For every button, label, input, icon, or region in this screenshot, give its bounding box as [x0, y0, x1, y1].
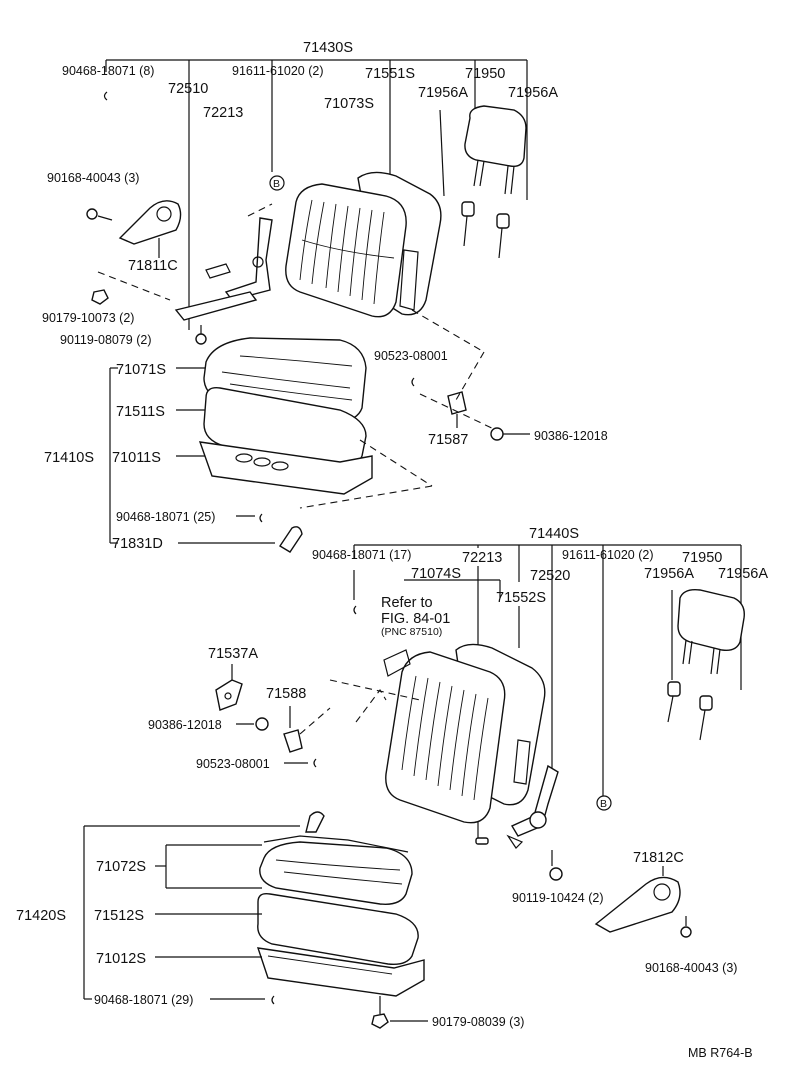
knob-cover-drawing	[86, 200, 182, 258]
reference-note-line3: (PNC 87510)	[381, 626, 442, 638]
part-label: 71950	[682, 550, 722, 566]
rear-cushion-drawing	[256, 811, 425, 997]
part-label: 71074S	[411, 566, 461, 582]
part-label: 71956A	[508, 85, 558, 101]
front-small-parts-drawing	[411, 309, 530, 441]
part-label: 71011S	[112, 450, 161, 466]
part-label: 71073S	[324, 96, 374, 112]
part-label: 71071S	[116, 362, 166, 378]
part-label: 90168-40043 (3)	[47, 171, 139, 185]
part-label: 71537A	[208, 646, 258, 662]
part-label: 71511S	[116, 404, 165, 420]
part-label: 90468-18071 (8)	[62, 64, 154, 78]
part-label: 91611-61020 (2)	[232, 64, 324, 78]
front-back-assembly-bracket	[105, 59, 528, 330]
clip-icon	[271, 995, 275, 1005]
rear-cushion-assembly-bracket	[83, 825, 300, 1000]
part-label: 71950	[465, 66, 505, 82]
rear-seat-group: 71440S 90468-18071 (17) 72213 91611-6102…	[16, 526, 768, 1029]
ref-marker-circle	[596, 795, 612, 811]
bracket-71537A-drawing	[215, 664, 243, 711]
part-label: 91611-61020 (2)	[562, 548, 654, 562]
part-label: 90119-10424 (2)	[512, 891, 604, 905]
clip-icon	[313, 758, 317, 768]
front-headrest-drawing	[464, 105, 527, 195]
part-label: 90468-18071 (29)	[94, 993, 193, 1007]
reference-note-line1: Refer to	[381, 595, 433, 611]
part-label: 72213	[203, 105, 243, 121]
ref-marker-label: B	[600, 798, 607, 810]
part-label: 90386-12018	[534, 429, 608, 443]
part-label-71420S: 71420S	[16, 908, 66, 924]
part-label: 71512S	[94, 908, 144, 924]
cover-71831D-drawing	[279, 526, 303, 553]
nut-icon	[371, 1013, 389, 1029]
part-label: 71956A	[718, 566, 768, 582]
diagram-code: MB R764-B	[688, 1046, 753, 1060]
part-label: 71588	[266, 686, 306, 702]
part-label-71440S: 71440S	[529, 526, 579, 542]
part-71588-drawing	[283, 706, 331, 753]
part-label: 72213	[462, 550, 502, 566]
rear-seatback-drawing	[329, 643, 546, 824]
part-label: 90468-18071 (17)	[312, 548, 411, 562]
part-label: 72510	[168, 81, 208, 97]
nut-icon	[255, 717, 269, 731]
part-label: 71012S	[96, 951, 146, 967]
front-seat-group: 71430S 90468-18071 (8) 72510 91611-61020…	[42, 40, 608, 553]
part-label: 71587	[428, 432, 468, 448]
part-label: 90168-40043 (3)	[645, 961, 737, 975]
part-label: 72520	[530, 568, 570, 584]
front-cushion-assembly-bracket	[109, 367, 275, 544]
part-label: 90468-18071 (25)	[116, 510, 215, 524]
knob-cover-rear-drawing	[594, 866, 692, 938]
part-label: 71552S	[496, 590, 546, 606]
part-label: 71956A	[418, 85, 468, 101]
front-recliner-drawing	[174, 203, 273, 321]
part-label: 90179-08039 (3)	[432, 1015, 524, 1029]
rear-recliner-drawing	[475, 764, 563, 881]
ref-marker-label: B	[273, 178, 280, 190]
clip-icon	[103, 91, 108, 101]
part-label: 71956A	[644, 566, 694, 582]
headrest-support-drawing	[439, 109, 510, 259]
part-label: 71811C	[128, 258, 178, 274]
reference-note-line2: FIG. 84-01	[381, 611, 450, 627]
part-label-71410S: 71410S	[44, 450, 94, 466]
rear-headrest-drawing	[667, 588, 745, 741]
part-label: 90179-10073 (2)	[42, 311, 134, 325]
part-label: 90386-12018	[148, 718, 222, 732]
front-seatback-drawing	[285, 171, 442, 318]
part-label: 71072S	[96, 859, 146, 875]
ref-marker-circle	[269, 175, 285, 191]
front-cushion-drawing	[198, 337, 433, 509]
part-label-71430S: 71430S	[303, 40, 353, 56]
part-label: 90523-08001	[374, 349, 448, 363]
clip-icon	[353, 605, 357, 615]
part-label: 71831D	[112, 536, 163, 552]
part-label: 71551S	[365, 66, 415, 82]
part-label: 90523-08001	[196, 757, 270, 771]
nut-bolt-drawing	[91, 271, 207, 345]
part-label: 90119-08079 (2)	[60, 333, 152, 347]
clip-icon	[259, 513, 263, 523]
part-label: 71812C	[633, 850, 684, 866]
